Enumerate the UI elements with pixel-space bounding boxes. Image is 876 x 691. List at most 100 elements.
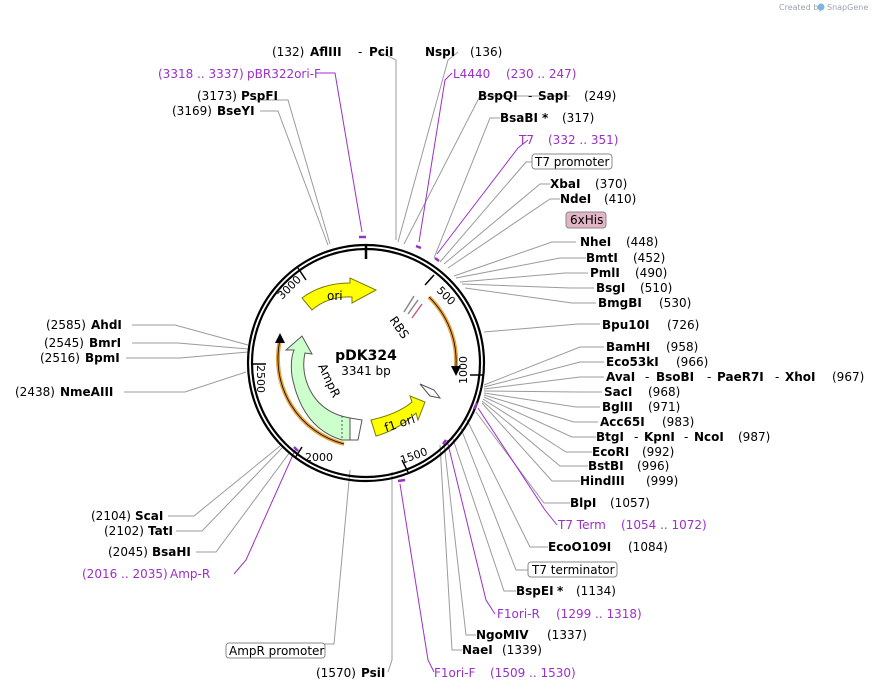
- bamhi-pos: (958): [666, 340, 698, 354]
- t7-name: T7: [518, 133, 534, 147]
- paer7i-dash: -: [775, 370, 779, 384]
- bpu10i-pos: (726): [667, 318, 699, 332]
- xbai-name: XbaI: [550, 177, 580, 191]
- feature-t7-promoter-arc: [427, 295, 461, 376]
- ecori-name: EcoRI: [592, 445, 629, 459]
- his-tag-label: 6xHis: [570, 213, 603, 227]
- pspfi-name: PspFI: [241, 89, 278, 103]
- site-labels-top: (132) AflIII - PciI NspI (136) (3318 .. …: [158, 45, 618, 147]
- paer7i-name: PaeR7I: [717, 370, 764, 384]
- primer-leader-lines: [233, 72, 558, 673]
- ampr-promoter-box: [225, 642, 326, 659]
- tati-name: TatI: [148, 524, 173, 538]
- his-tag-box: [565, 211, 607, 229]
- pmli-pos: (490): [635, 266, 667, 280]
- scai-pos: (2104): [91, 509, 131, 523]
- credit-brand: SnapGene: [827, 3, 868, 12]
- backbone: [246, 243, 486, 483]
- saci-pos: (968): [648, 385, 680, 399]
- ahdi-pos: (2585): [46, 318, 86, 332]
- l4440-name: L4440: [453, 67, 490, 81]
- psti-name: PsiI: [361, 666, 385, 680]
- afliii-dash: -: [358, 45, 362, 59]
- nhei-name: NheI: [580, 235, 611, 249]
- ndei-pos: (410): [604, 192, 636, 206]
- nspi-name: NspI: [425, 45, 455, 59]
- ecori-pos: (992): [642, 445, 674, 459]
- snapgene-logo-icon: [817, 3, 825, 11]
- kpni-name: KpnI: [644, 430, 675, 444]
- bspqi-name: BspQI: [478, 89, 518, 103]
- sapi-name: SapI: [538, 89, 568, 103]
- bpmi-pos: (2516): [40, 351, 80, 365]
- tati-pos: (2102): [104, 524, 144, 538]
- saci-name: SacI: [604, 385, 632, 399]
- bmri-pos: (2545): [44, 336, 84, 350]
- f1orif-range: (1509 .. 1530): [490, 666, 576, 680]
- bamhi-name: BamHI: [606, 340, 650, 354]
- ecoo109i-name: EcoO109I: [548, 540, 611, 554]
- t7term-name: T7 Term: [557, 518, 606, 532]
- f1orif-name: F1ori-F: [434, 666, 475, 680]
- ndei-name: NdeI: [560, 192, 591, 206]
- afliii-name: AflIII: [310, 45, 342, 59]
- bsobi-dash: -: [707, 370, 711, 384]
- pmli-name: PmlI: [590, 266, 620, 280]
- ngomiv-name: NgoMIV: [476, 628, 529, 642]
- primer-markers: [293, 235, 479, 483]
- bsabi-star: *: [542, 111, 549, 125]
- blpi-pos: (1057): [610, 496, 650, 510]
- feature-rbs: RBS: [387, 295, 423, 341]
- tick-1000: 1000: [457, 356, 470, 384]
- pbr322orif-range: (3318 .. 3337): [158, 67, 244, 81]
- hindiii-name: HindIII: [580, 474, 625, 488]
- bstbi-name: BstBI: [588, 459, 624, 473]
- tick-1500: 1500: [399, 445, 430, 467]
- bsgi-pos: (510): [640, 281, 672, 295]
- ampr-label: AmpR: [315, 361, 343, 399]
- kpni-dash: -: [684, 430, 688, 444]
- bmgbi-name: BmgBI: [598, 296, 642, 310]
- btgi-name: BtgI: [596, 430, 624, 444]
- feature-ori: ori: [301, 277, 378, 311]
- pbr322orif-name: pBR322ori-F: [247, 67, 321, 81]
- pcii-name: PciI: [369, 45, 394, 59]
- ncoi-name: NcoI: [694, 430, 724, 444]
- acc65i-name: Acc65I: [600, 415, 645, 429]
- xbai-pos: (370): [595, 177, 627, 191]
- btgi-dash: -: [634, 430, 638, 444]
- credit-created-by: Created by: [779, 3, 823, 12]
- f1orir-range: (1299 .. 1318): [556, 607, 642, 621]
- nmeaiii-pos: (2438): [15, 385, 55, 399]
- bsahi-pos: (2045): [108, 545, 148, 559]
- plasmid-size: 3341 bp: [341, 364, 391, 378]
- bspqi-dash: -: [528, 89, 532, 103]
- scai-name: ScaI: [135, 509, 163, 523]
- ori-label: ori: [327, 289, 343, 303]
- plasmid-name: pDK324: [335, 348, 397, 364]
- t7-range: (332 .. 351): [548, 133, 618, 147]
- bspqi-pos: (249): [584, 89, 616, 103]
- bmgbi-pos: (530): [659, 296, 691, 310]
- bpmi-name: BpmI: [85, 351, 120, 365]
- bsgi-name: BsgI: [596, 281, 625, 295]
- bsabi-pos: (317): [562, 111, 594, 125]
- nmeaiii-name: NmeAIII: [60, 385, 113, 399]
- nspi-pos: (136): [470, 45, 502, 59]
- nhei-pos: (448): [626, 235, 658, 249]
- ahdi-name: AhdI: [91, 318, 122, 332]
- l4440-range: (230 .. 247): [506, 67, 576, 81]
- eco53ki-pos: (966): [676, 355, 708, 369]
- bglii-name: BglII: [602, 400, 633, 414]
- bstbi-pos: (996): [637, 459, 669, 473]
- bsobi-name: BsoBI: [656, 370, 694, 384]
- avai-name: AvaI: [606, 370, 635, 384]
- naei-name: NaeI: [462, 643, 493, 657]
- ampr-primer-name: Amp-R: [170, 567, 210, 581]
- ampr-primer-range: (2016 .. 2035): [82, 567, 168, 581]
- ngomiv-pos: (1337): [547, 628, 587, 642]
- snapgene-credit: Created by SnapGene: [779, 3, 868, 12]
- bspei-name: BspEI: [516, 584, 554, 598]
- tick-3000: 3000: [275, 273, 304, 302]
